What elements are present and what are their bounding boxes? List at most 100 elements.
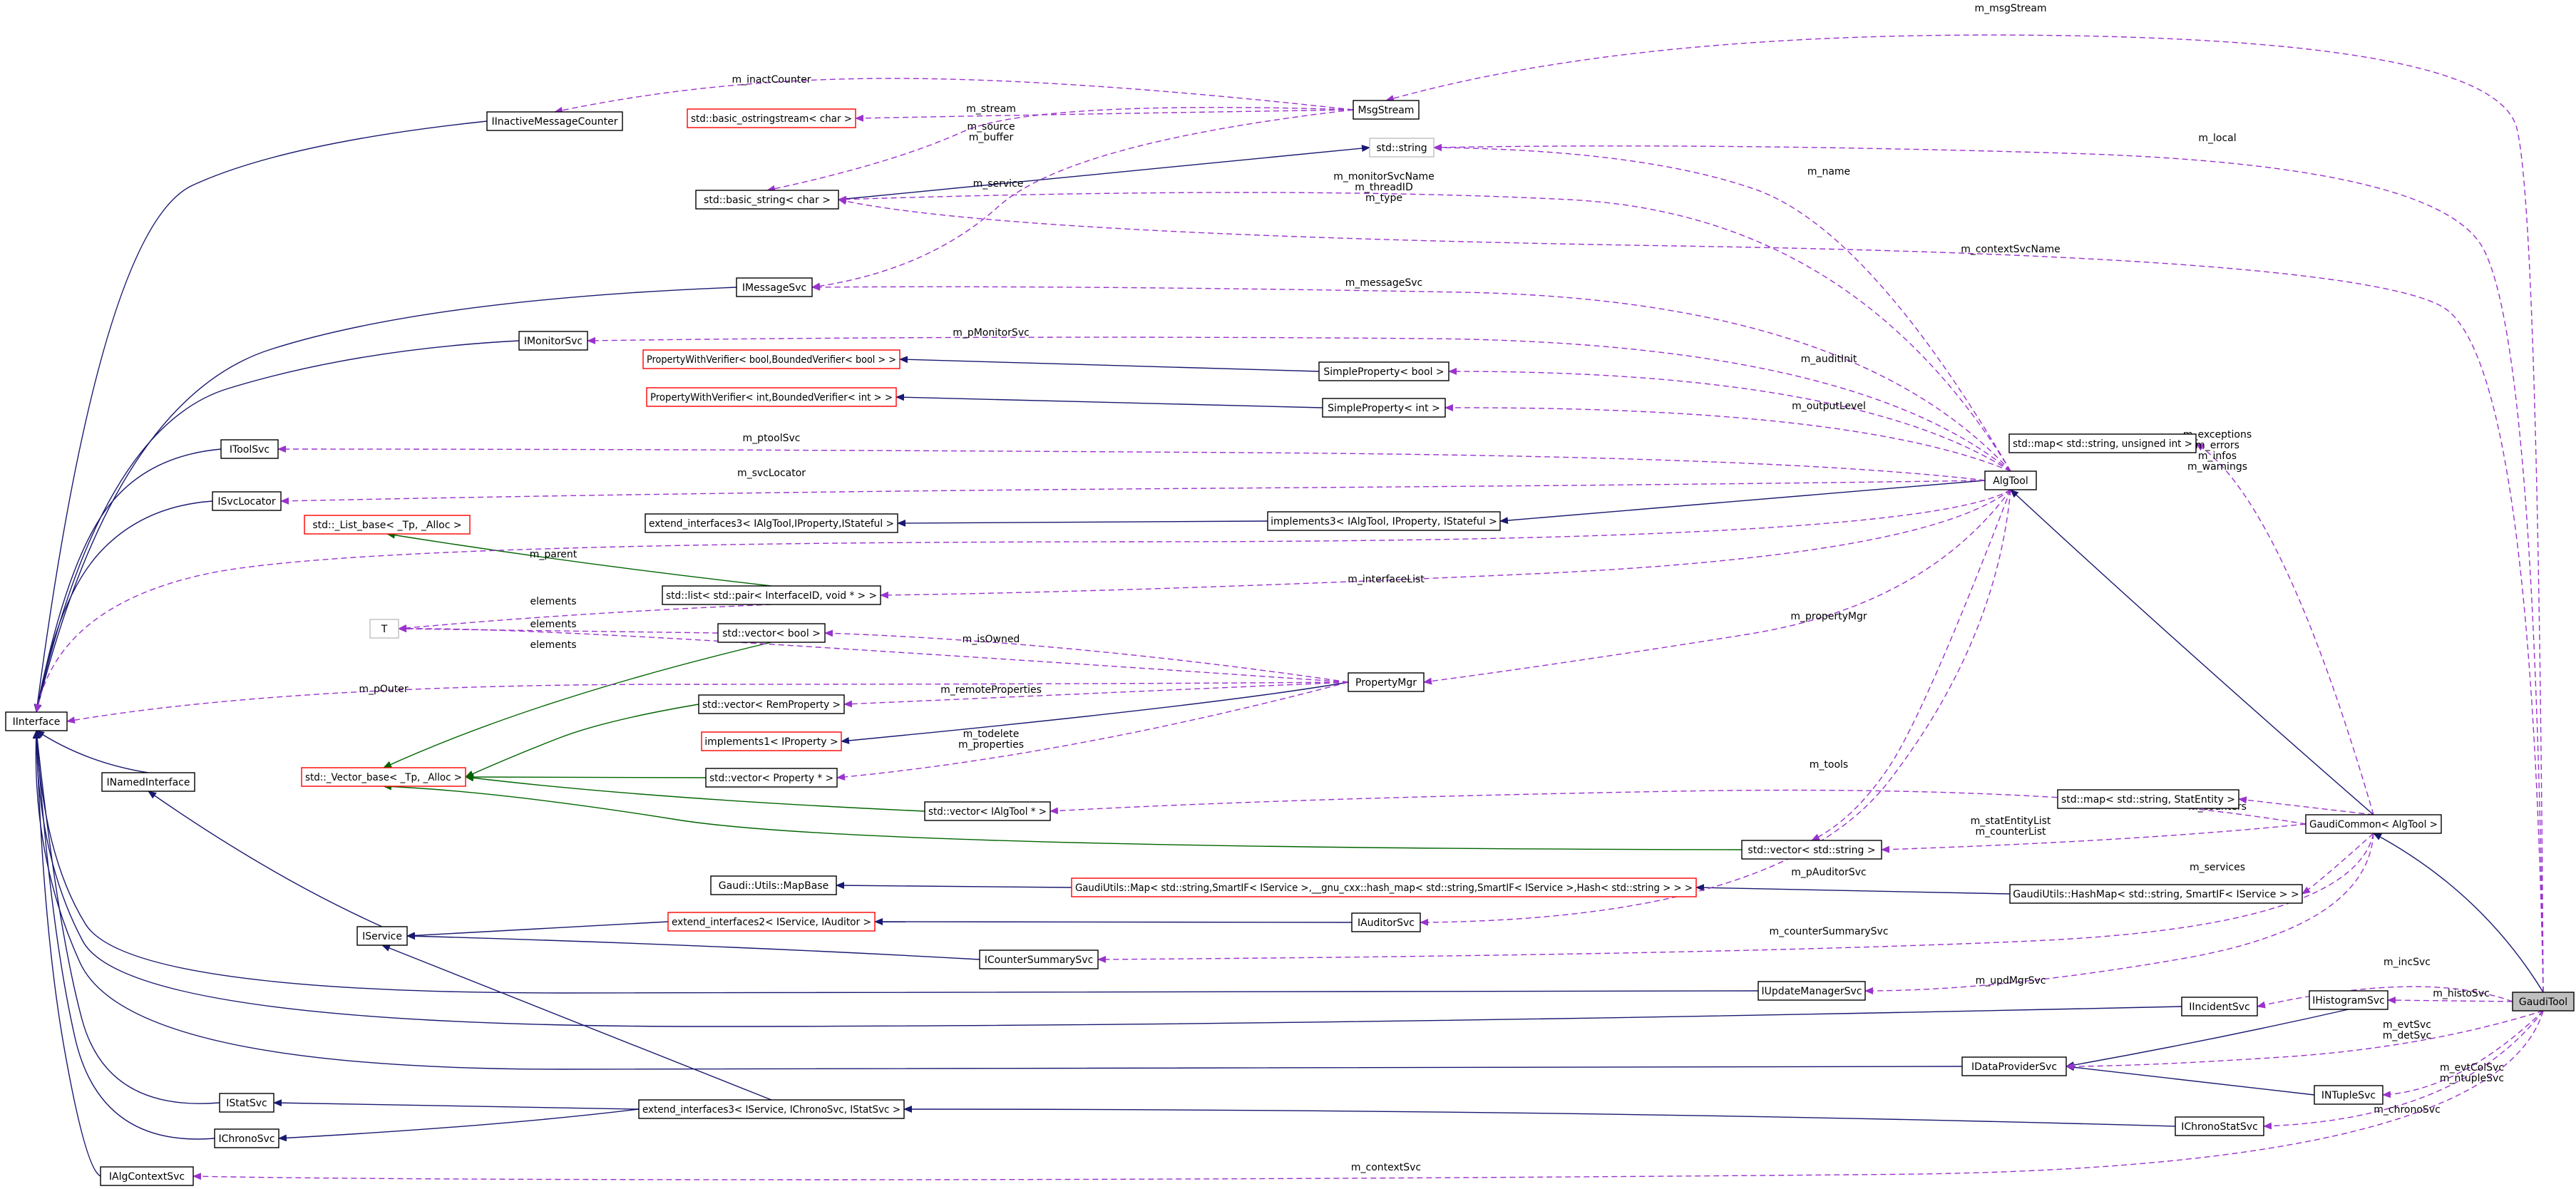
class-node-list-pair[interactable]: std::list< std::pair< InterfaceID, void … bbox=[662, 585, 881, 605]
class-node-ichronostatsvc[interactable]: IChronoStatSvc bbox=[2175, 1116, 2264, 1136]
class-node-intuplesvc[interactable]: INTupleSvc bbox=[2314, 1085, 2383, 1105]
class-node-vec-property[interactable]: std::vector< Property * > bbox=[705, 768, 838, 788]
inheritance-edge-INamedInterface-to-IInterface bbox=[36, 730, 149, 773]
edge-label-m-properties: m_properties bbox=[958, 739, 1024, 751]
class-node-isvclocator[interactable]: ISvcLocator bbox=[212, 491, 282, 511]
usage-edge-AlgTool-to-list_pair bbox=[880, 489, 2011, 599]
class-box bbox=[646, 387, 897, 407]
class-node-vec-ialgtool[interactable]: std::vector< IAlgTool * > bbox=[924, 801, 1051, 821]
class-node-vector-base[interactable]: std::_Vector_base< _Tp, _Alloc > bbox=[301, 767, 466, 787]
class-node-basic-string[interactable]: std::basic_string< char > bbox=[695, 190, 839, 210]
class-node-gu-map[interactable]: GaudiUtils::Map< std::string,SmartIF< IS… bbox=[1071, 877, 1697, 897]
edge-label-m-local: m_local bbox=[2198, 133, 2236, 144]
edge-line bbox=[66, 681, 1349, 724]
class-node-icountersummarysvc[interactable]: ICounterSummarySvc bbox=[979, 949, 1099, 969]
class-box bbox=[2512, 992, 2575, 1012]
class-node-implements1[interactable]: implements1< IProperty > bbox=[701, 731, 842, 751]
class-node-vec-remproperty[interactable]: std::vector< RemProperty > bbox=[698, 694, 845, 714]
class-node-itoolsvc[interactable]: IToolSvc bbox=[220, 439, 279, 459]
usage-edge-GaudiTool-to-basic_string bbox=[838, 197, 2544, 993]
class-node-map-statentity[interactable]: std::map< std::string, StatEntity > bbox=[2057, 789, 2239, 809]
class-node-gu-hashmap[interactable]: GaudiUtils::HashMap< std::string, SmartI… bbox=[2009, 884, 2303, 904]
class-node-idataprovidersvc[interactable]: IDataProviderSvc bbox=[1961, 1056, 2067, 1076]
class-node-imonitorsvc[interactable]: IMonitorSvc bbox=[518, 331, 588, 351]
edge-label-m-auditInit: m_auditInit bbox=[1801, 354, 1857, 365]
edge-line bbox=[465, 704, 699, 778]
class-box bbox=[924, 801, 1051, 821]
class-node-ihistogramsvc[interactable]: IHistogramSvc bbox=[2309, 990, 2388, 1010]
inheritance-edge-GaudiCommon-to-AlgTool bbox=[2010, 489, 2374, 815]
class-node-ichronosvc[interactable]: IChronoSvc bbox=[214, 1128, 279, 1148]
usage-edge-MsgStream-to-basic_ostringstream bbox=[855, 109, 1354, 122]
class-node-sp-int[interactable]: SimpleProperty< int > bbox=[1322, 398, 1446, 418]
edge-line bbox=[1444, 403, 2011, 472]
inheritance-edge-IAlgContextSvc-to-IInterface bbox=[33, 730, 101, 1177]
template-edge-vec_string-to-Vector_base bbox=[383, 783, 1743, 850]
class-node-ialgcontextsvc[interactable]: IAlgContextSvc bbox=[100, 1166, 194, 1186]
class-node-iupdatemanagersvc[interactable]: IUpdateManagerSvc bbox=[1757, 981, 1866, 1001]
class-node-pwv-bool[interactable]: PropertyWithVerifier< bool,BoundedVerifi… bbox=[642, 349, 900, 369]
class-node-extend-if3-algtool[interactable]: extend_interfaces3< IAlgTool,IProperty,I… bbox=[645, 513, 898, 533]
class-label: SimpleProperty< int > bbox=[1328, 403, 1440, 414]
class-label: implements3< IAlgTool, IProperty, IState… bbox=[1271, 516, 1497, 527]
edge-line bbox=[33, 730, 215, 1140]
class-node-sp-bool[interactable]: SimpleProperty< bool > bbox=[1318, 361, 1449, 381]
class-node-gaudicommon[interactable]: GaudiCommon< AlgTool > bbox=[2305, 814, 2442, 834]
class-node-algtool[interactable]: AlgTool bbox=[1984, 470, 2037, 490]
class-box bbox=[662, 585, 881, 605]
class-box bbox=[1757, 981, 1866, 1001]
class-node-msgstream[interactable]: MsgStream bbox=[1353, 100, 1420, 120]
class-node-list-base[interactable]: std::_List_base< _Tp, _Alloc > bbox=[304, 515, 471, 535]
class-box bbox=[1353, 100, 1420, 120]
class-node-iinterface[interactable]: IInterface bbox=[5, 711, 68, 731]
class-node-mapbase[interactable]: Gaudi::Utils::MapBase bbox=[710, 875, 837, 895]
class-node-iinactivemessagecounter[interactable]: IInactiveMessageCounter bbox=[486, 111, 623, 131]
class-node-iauditorsvc[interactable]: IAuditorSvc bbox=[1351, 912, 1421, 932]
edge-label-m-infos: m_infos bbox=[2198, 451, 2237, 462]
class-box bbox=[1318, 361, 1449, 381]
edge-line bbox=[1499, 480, 1986, 525]
inheritance-edge-IUpdateManagerSvc-to-IInterface bbox=[33, 730, 1759, 994]
class-node-extend-if2[interactable]: extend_interfaces2< IService, IAuditor > bbox=[667, 912, 876, 932]
class-node-vec-string[interactable]: std::vector< std::string > bbox=[1741, 840, 1882, 860]
class-box bbox=[2181, 997, 2258, 1016]
class-node-vec-bool[interactable]: std::vector< bool > bbox=[717, 623, 826, 643]
class-node-imessagesvc[interactable]: IMessageSvc bbox=[736, 277, 813, 297]
inheritance-edge-SP_bool-to-PWV_bool bbox=[899, 356, 1320, 372]
class-label: IMessageSvc bbox=[742, 282, 806, 294]
edge-line bbox=[841, 681, 1349, 744]
class-node-propertymgr[interactable]: PropertyMgr bbox=[1348, 672, 1425, 692]
class-node-extend-if3-svc[interactable]: extend_interfaces3< IService, IChronoSvc… bbox=[638, 1099, 905, 1119]
class-label: implements1< IProperty > bbox=[704, 736, 838, 748]
class-node-iservice[interactable]: IService bbox=[356, 926, 408, 946]
edge-line bbox=[1881, 823, 2306, 853]
edge-label-m-type: m_type bbox=[1365, 192, 1402, 204]
class-node-iincidentsvc[interactable]: IIncidentSvc bbox=[2181, 997, 2258, 1016]
class-label: std::basic_string< char > bbox=[704, 195, 831, 206]
class-node-std-string[interactable]: std::string bbox=[1369, 138, 1435, 158]
class-box bbox=[219, 1093, 274, 1113]
class-box bbox=[356, 926, 408, 946]
class-node-gauditool[interactable]: GaudiTool bbox=[2512, 992, 2575, 1012]
inheritance-edge-GaudiTool-to-GaudiCommon bbox=[2373, 833, 2544, 993]
usage-edge-PropertyMgr-to-T bbox=[398, 624, 1349, 683]
template-edge-vec_Property-to-Vector_base bbox=[465, 773, 707, 781]
class-node-t[interactable]: T bbox=[369, 619, 399, 639]
class-node-inamedinterface[interactable]: INamedInterface bbox=[101, 772, 195, 792]
class-node-implements3[interactable]: implements3< IAlgTool, IProperty, IState… bbox=[1267, 511, 1501, 531]
inheritance-edge-IChronoStatSvc-to-extend_if3_svc bbox=[903, 1106, 2176, 1127]
class-box bbox=[220, 439, 279, 459]
class-node-basic-ostringstream[interactable]: std::basic_ostringstream< char > bbox=[687, 108, 856, 128]
class-node-pwv-int[interactable]: PropertyWithVerifier< int,BoundedVerifie… bbox=[646, 387, 897, 407]
class-box bbox=[667, 912, 876, 932]
class-label: GaudiTool bbox=[2519, 997, 2567, 1008]
usage-edge-GaudiTool-to-IHistogramSvc bbox=[2387, 997, 2513, 1004]
class-node-istatsvc[interactable]: IStatSvc bbox=[219, 1093, 274, 1113]
class-box bbox=[486, 111, 623, 131]
edge-line bbox=[34, 120, 488, 713]
class-box bbox=[736, 277, 813, 297]
class-node-map-uint[interactable]: std::map< std::string, unsigned int > bbox=[2008, 433, 2197, 453]
class-label: extend_interfaces3< IService, IChronoSvc… bbox=[642, 1104, 900, 1116]
edge-line bbox=[406, 921, 669, 940]
